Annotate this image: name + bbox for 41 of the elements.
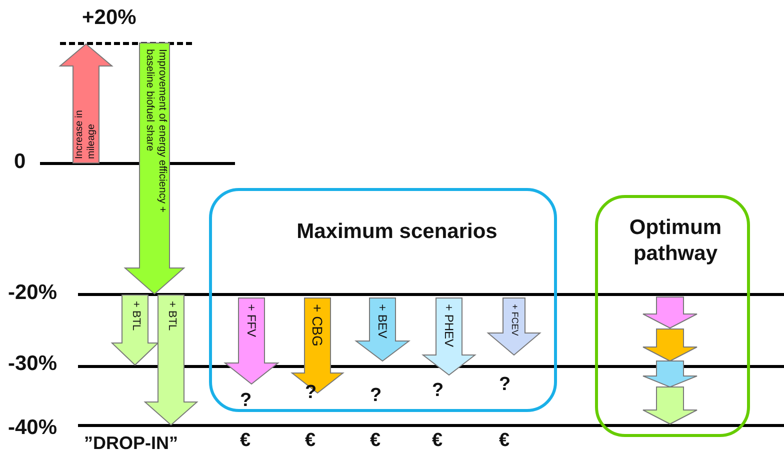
downward-block-shape — [643, 297, 697, 328]
arrow-label: + PHEV — [442, 304, 456, 348]
level-label: -30% — [8, 352, 58, 376]
arrow-label: Improvement of energy efficiency + baseline biofuel share — [143, 49, 168, 215]
question-mark: ? — [305, 382, 317, 404]
downward-block-shape — [488, 298, 540, 355]
cost-label: € — [370, 430, 381, 452]
question-mark: ? — [499, 374, 511, 396]
arrow-label: Increase in mileage — [74, 109, 98, 159]
group-title: Maximum scenarios — [296, 219, 498, 245]
cost-label: € — [305, 430, 316, 452]
cost-label: € — [240, 430, 251, 452]
cost-label: € — [432, 430, 443, 452]
cost-label: € — [499, 430, 510, 452]
arrow-label: + FCEV — [509, 304, 520, 336]
category-label: ”DROP-IN” — [84, 433, 178, 452]
downward-block-shape — [423, 298, 475, 375]
downward-block-shape — [643, 329, 697, 361]
arrow-label: + BTL — [129, 301, 142, 331]
downward-block-shape — [145, 295, 197, 425]
downward-block-shape — [125, 43, 184, 294]
arrow-label: + CBG — [310, 304, 326, 346]
downward-block-shape — [643, 361, 697, 387]
level-label: +20% — [82, 6, 136, 30]
downward-block-shape — [356, 298, 409, 361]
scenario-group-box — [595, 195, 750, 437]
level-label: 0 — [14, 150, 26, 174]
upward-block-shape — [60, 44, 112, 163]
downward-block-shape — [112, 295, 158, 365]
arrow-label: + BTL — [165, 301, 178, 331]
question-mark: ? — [240, 390, 252, 412]
downward-block-shape — [643, 387, 697, 424]
question-mark: ? — [432, 380, 444, 402]
level-label: -20% — [8, 281, 58, 305]
arrow-label: + FFV — [244, 304, 258, 338]
level-label: -40% — [8, 416, 58, 440]
downward-block-shape — [225, 298, 278, 384]
question-mark: ? — [370, 385, 382, 407]
group-title: Optimum pathway — [628, 215, 723, 267]
arrow-label: + BEV — [376, 304, 390, 338]
scenario-group-box — [209, 188, 557, 412]
